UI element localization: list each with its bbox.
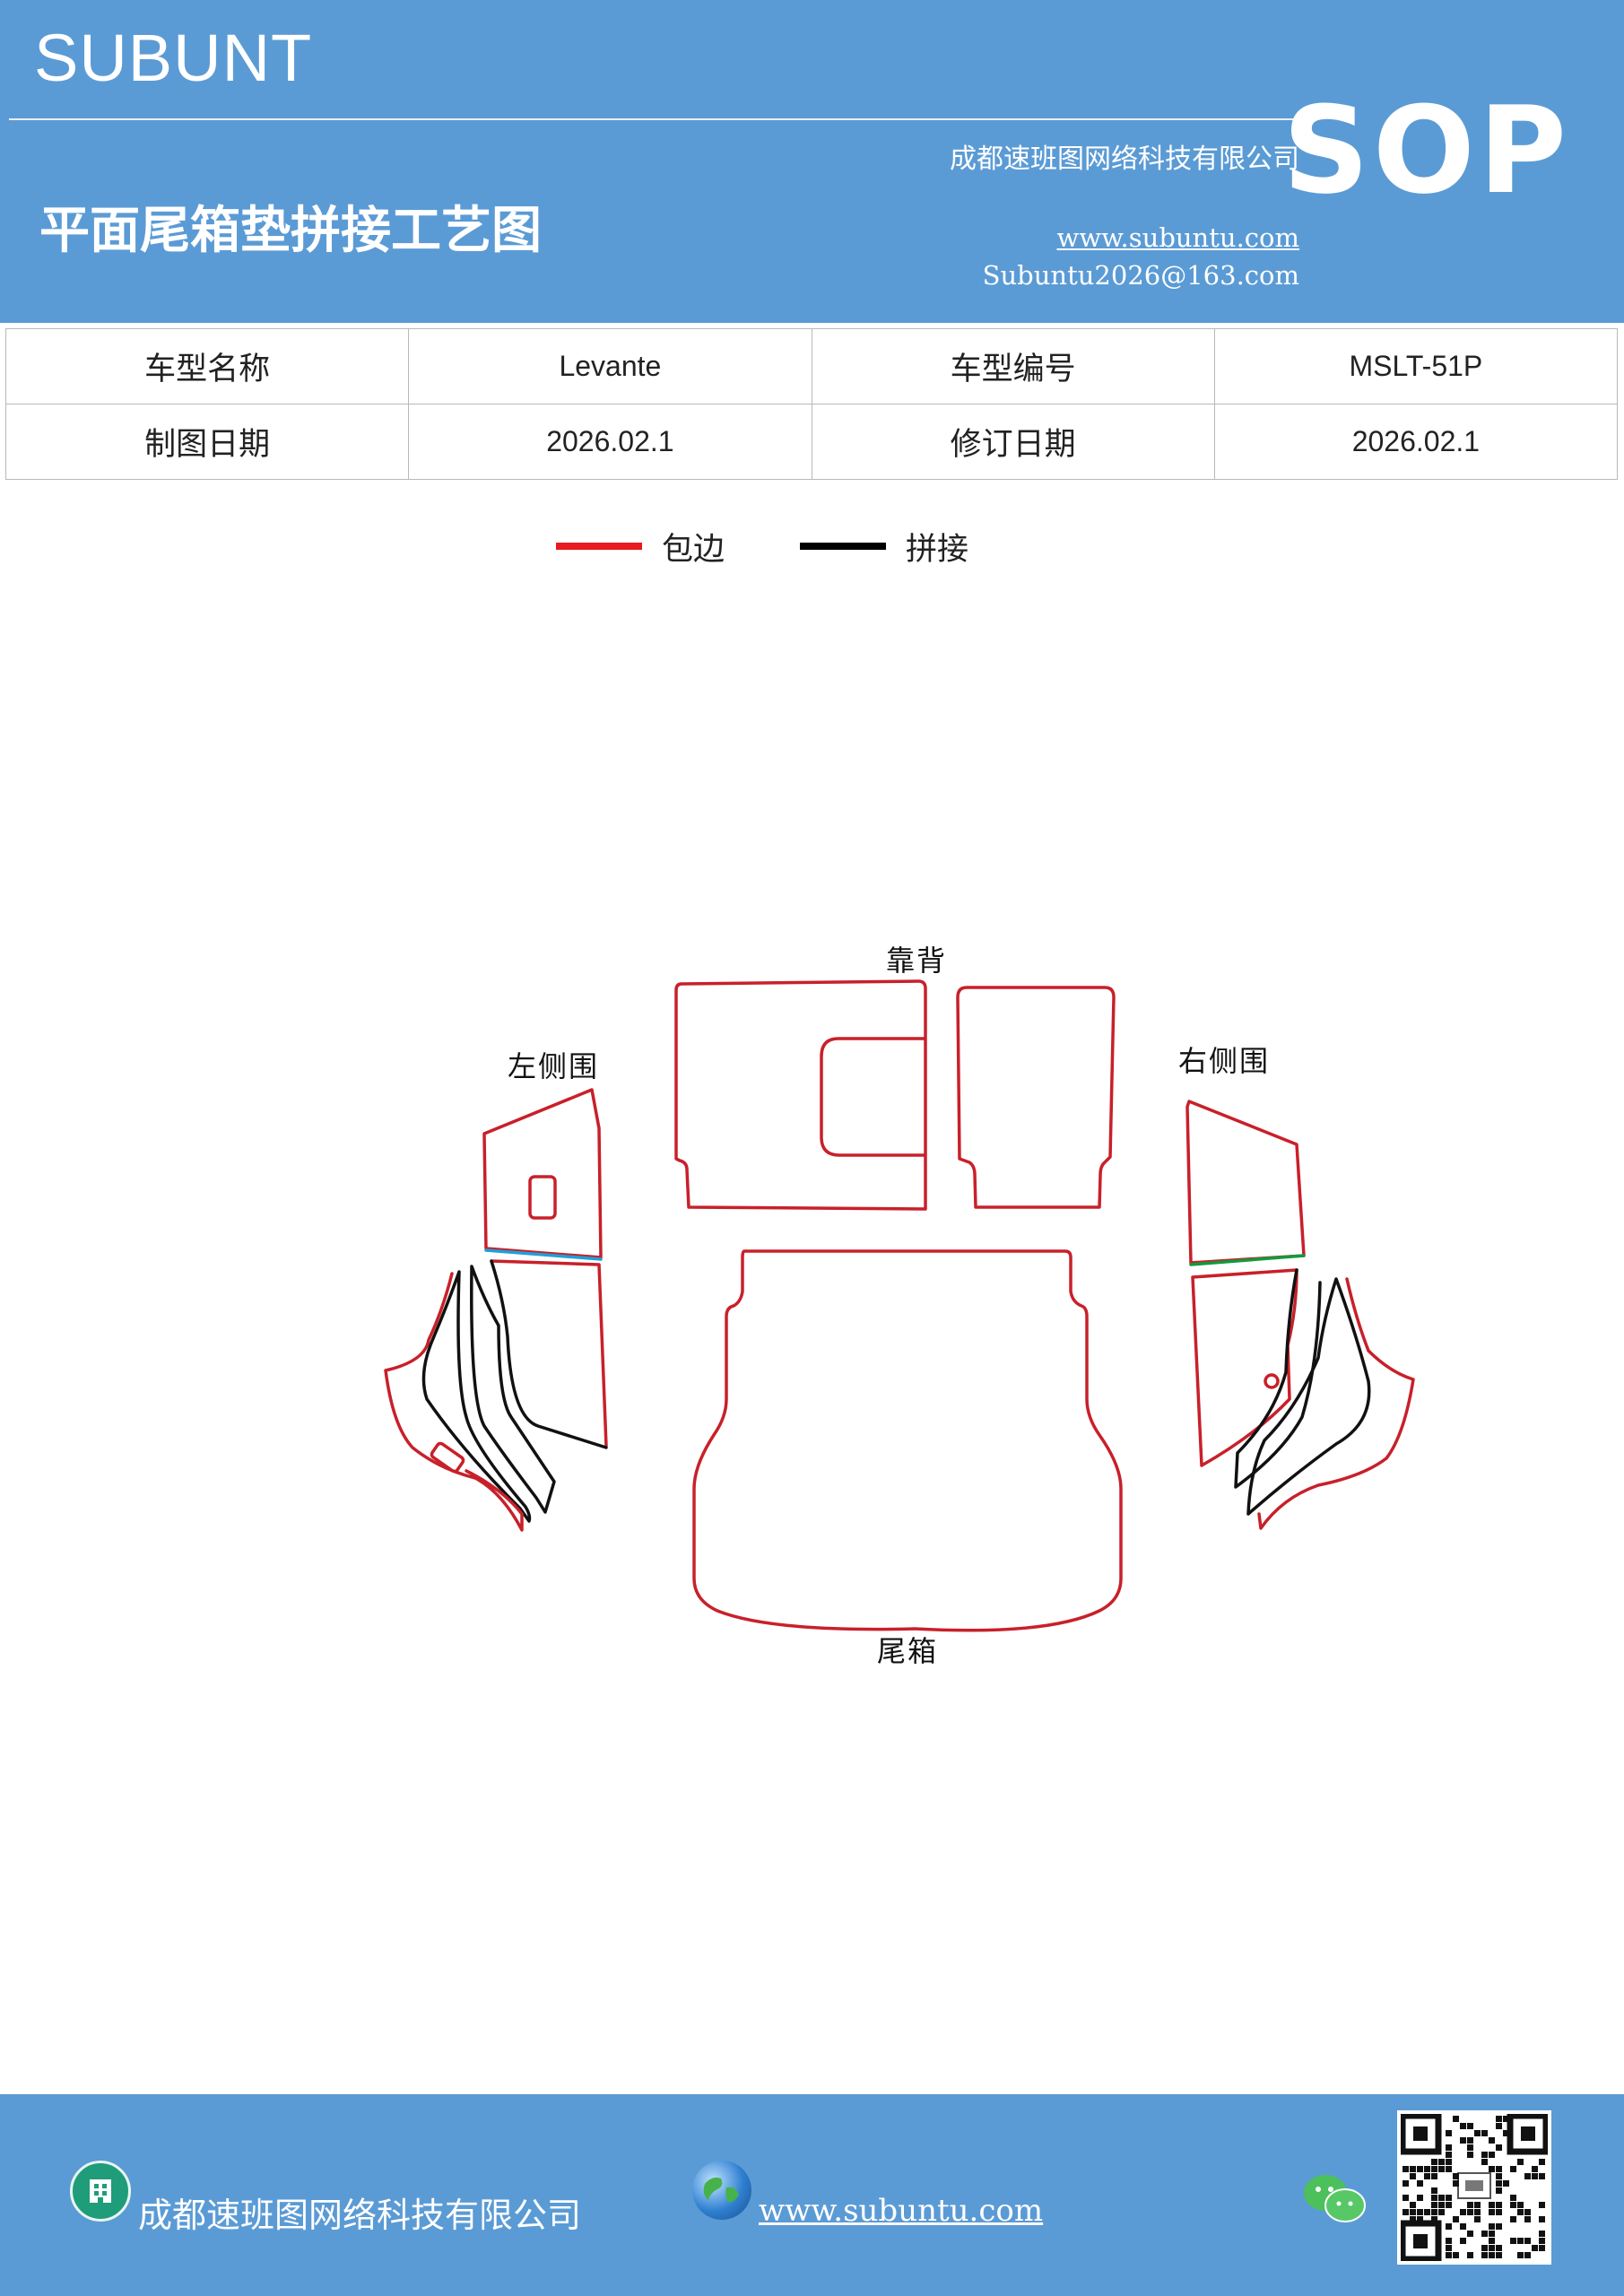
draw-date-value: 2026.02.1	[408, 404, 812, 480]
left-side-top-panel	[482, 1088, 603, 1259]
footer-company-name: 成都速班图网络科技有限公司	[138, 2196, 582, 2235]
left-side-join-line	[484, 1248, 603, 1261]
backrest-left-panel	[674, 979, 927, 1211]
right-side-hole	[1264, 1373, 1280, 1389]
legend-item-seam: 拼接	[800, 524, 968, 569]
right-side-strip-a	[1234, 1268, 1322, 1489]
left-side-lower-panel	[490, 1259, 608, 1448]
qr-code	[1397, 2110, 1551, 2265]
wechat-icon[interactable]	[1300, 2170, 1368, 2229]
right-side-join-line	[1189, 1254, 1306, 1266]
right-side-top-panel	[1185, 1100, 1306, 1265]
revise-date-label: 修订日期	[811, 404, 1215, 480]
model-name-value: Levante	[408, 328, 812, 404]
revise-date-value: 2026.02.1	[1213, 404, 1619, 480]
website-link[interactable]: www.subuntu.com	[1056, 222, 1299, 253]
legend-item-binding: 包边	[556, 524, 725, 569]
document-title: 平面尾箱垫拼接工艺图	[39, 201, 542, 260]
left-side-small-slot	[430, 1441, 465, 1474]
page-header: SUBUNT 平面尾箱垫拼接工艺图 成都速班图网络科技有限公司 www.subu…	[0, 0, 1624, 323]
label-right-side: 右侧围	[1178, 1044, 1271, 1078]
backrest-cutout	[820, 1037, 926, 1157]
legend-swatch-seam	[800, 543, 886, 550]
label-trunk: 尾箱	[877, 1634, 939, 1668]
footer-website-link[interactable]: www.subuntu.com	[759, 2193, 1044, 2229]
legend-label: 包边	[662, 531, 725, 568]
company-name: 成都速班图网络科技有限公司	[950, 144, 1299, 175]
model-code-label: 车型编号	[811, 328, 1215, 404]
globe-icon	[692, 2161, 751, 2220]
model-code-value: MSLT-51P	[1213, 328, 1619, 404]
legend-swatch-binding	[556, 543, 642, 550]
left-side-seam	[490, 1259, 608, 1449]
backrest-right-panel	[956, 986, 1116, 1209]
trunk-floor-panel	[692, 1249, 1123, 1632]
label-backrest: 靠背	[886, 944, 948, 978]
vehicle-info-table: 车型名称 Levante 车型编号 MSLT-51P 制图日期 2026.02.…	[4, 328, 1619, 480]
table-row: 制图日期 2026.02.1 修订日期 2026.02.1	[4, 404, 1619, 480]
contact-email[interactable]: Subuntu2026@163.com	[982, 260, 1299, 291]
label-left-side: 左侧围	[508, 1049, 600, 1083]
model-name-label: 车型名称	[4, 328, 410, 404]
right-side-outer-panel	[1257, 1277, 1415, 1530]
left-side-outer-panel	[384, 1272, 524, 1532]
left-side-slot	[528, 1175, 557, 1220]
left-side-strip-b	[421, 1270, 532, 1523]
page-footer: 成都速班图网络科技有限公司 www.subuntu.com	[0, 2094, 1624, 2296]
right-side-lower-panel	[1191, 1268, 1298, 1467]
legend-label: 拼接	[906, 531, 969, 568]
brand-logo-text: SUBUNT	[34, 21, 313, 95]
header-divider	[9, 118, 1300, 120]
table-row: 车型名称 Levante 车型编号 MSLT-51P	[4, 328, 1619, 404]
sop-badge: SOP	[1282, 81, 1570, 221]
building-icon	[70, 2161, 131, 2222]
left-side-strip-a	[470, 1265, 556, 1514]
right-side-strip-b	[1246, 1277, 1371, 1516]
draw-date-label: 制图日期	[4, 404, 410, 480]
